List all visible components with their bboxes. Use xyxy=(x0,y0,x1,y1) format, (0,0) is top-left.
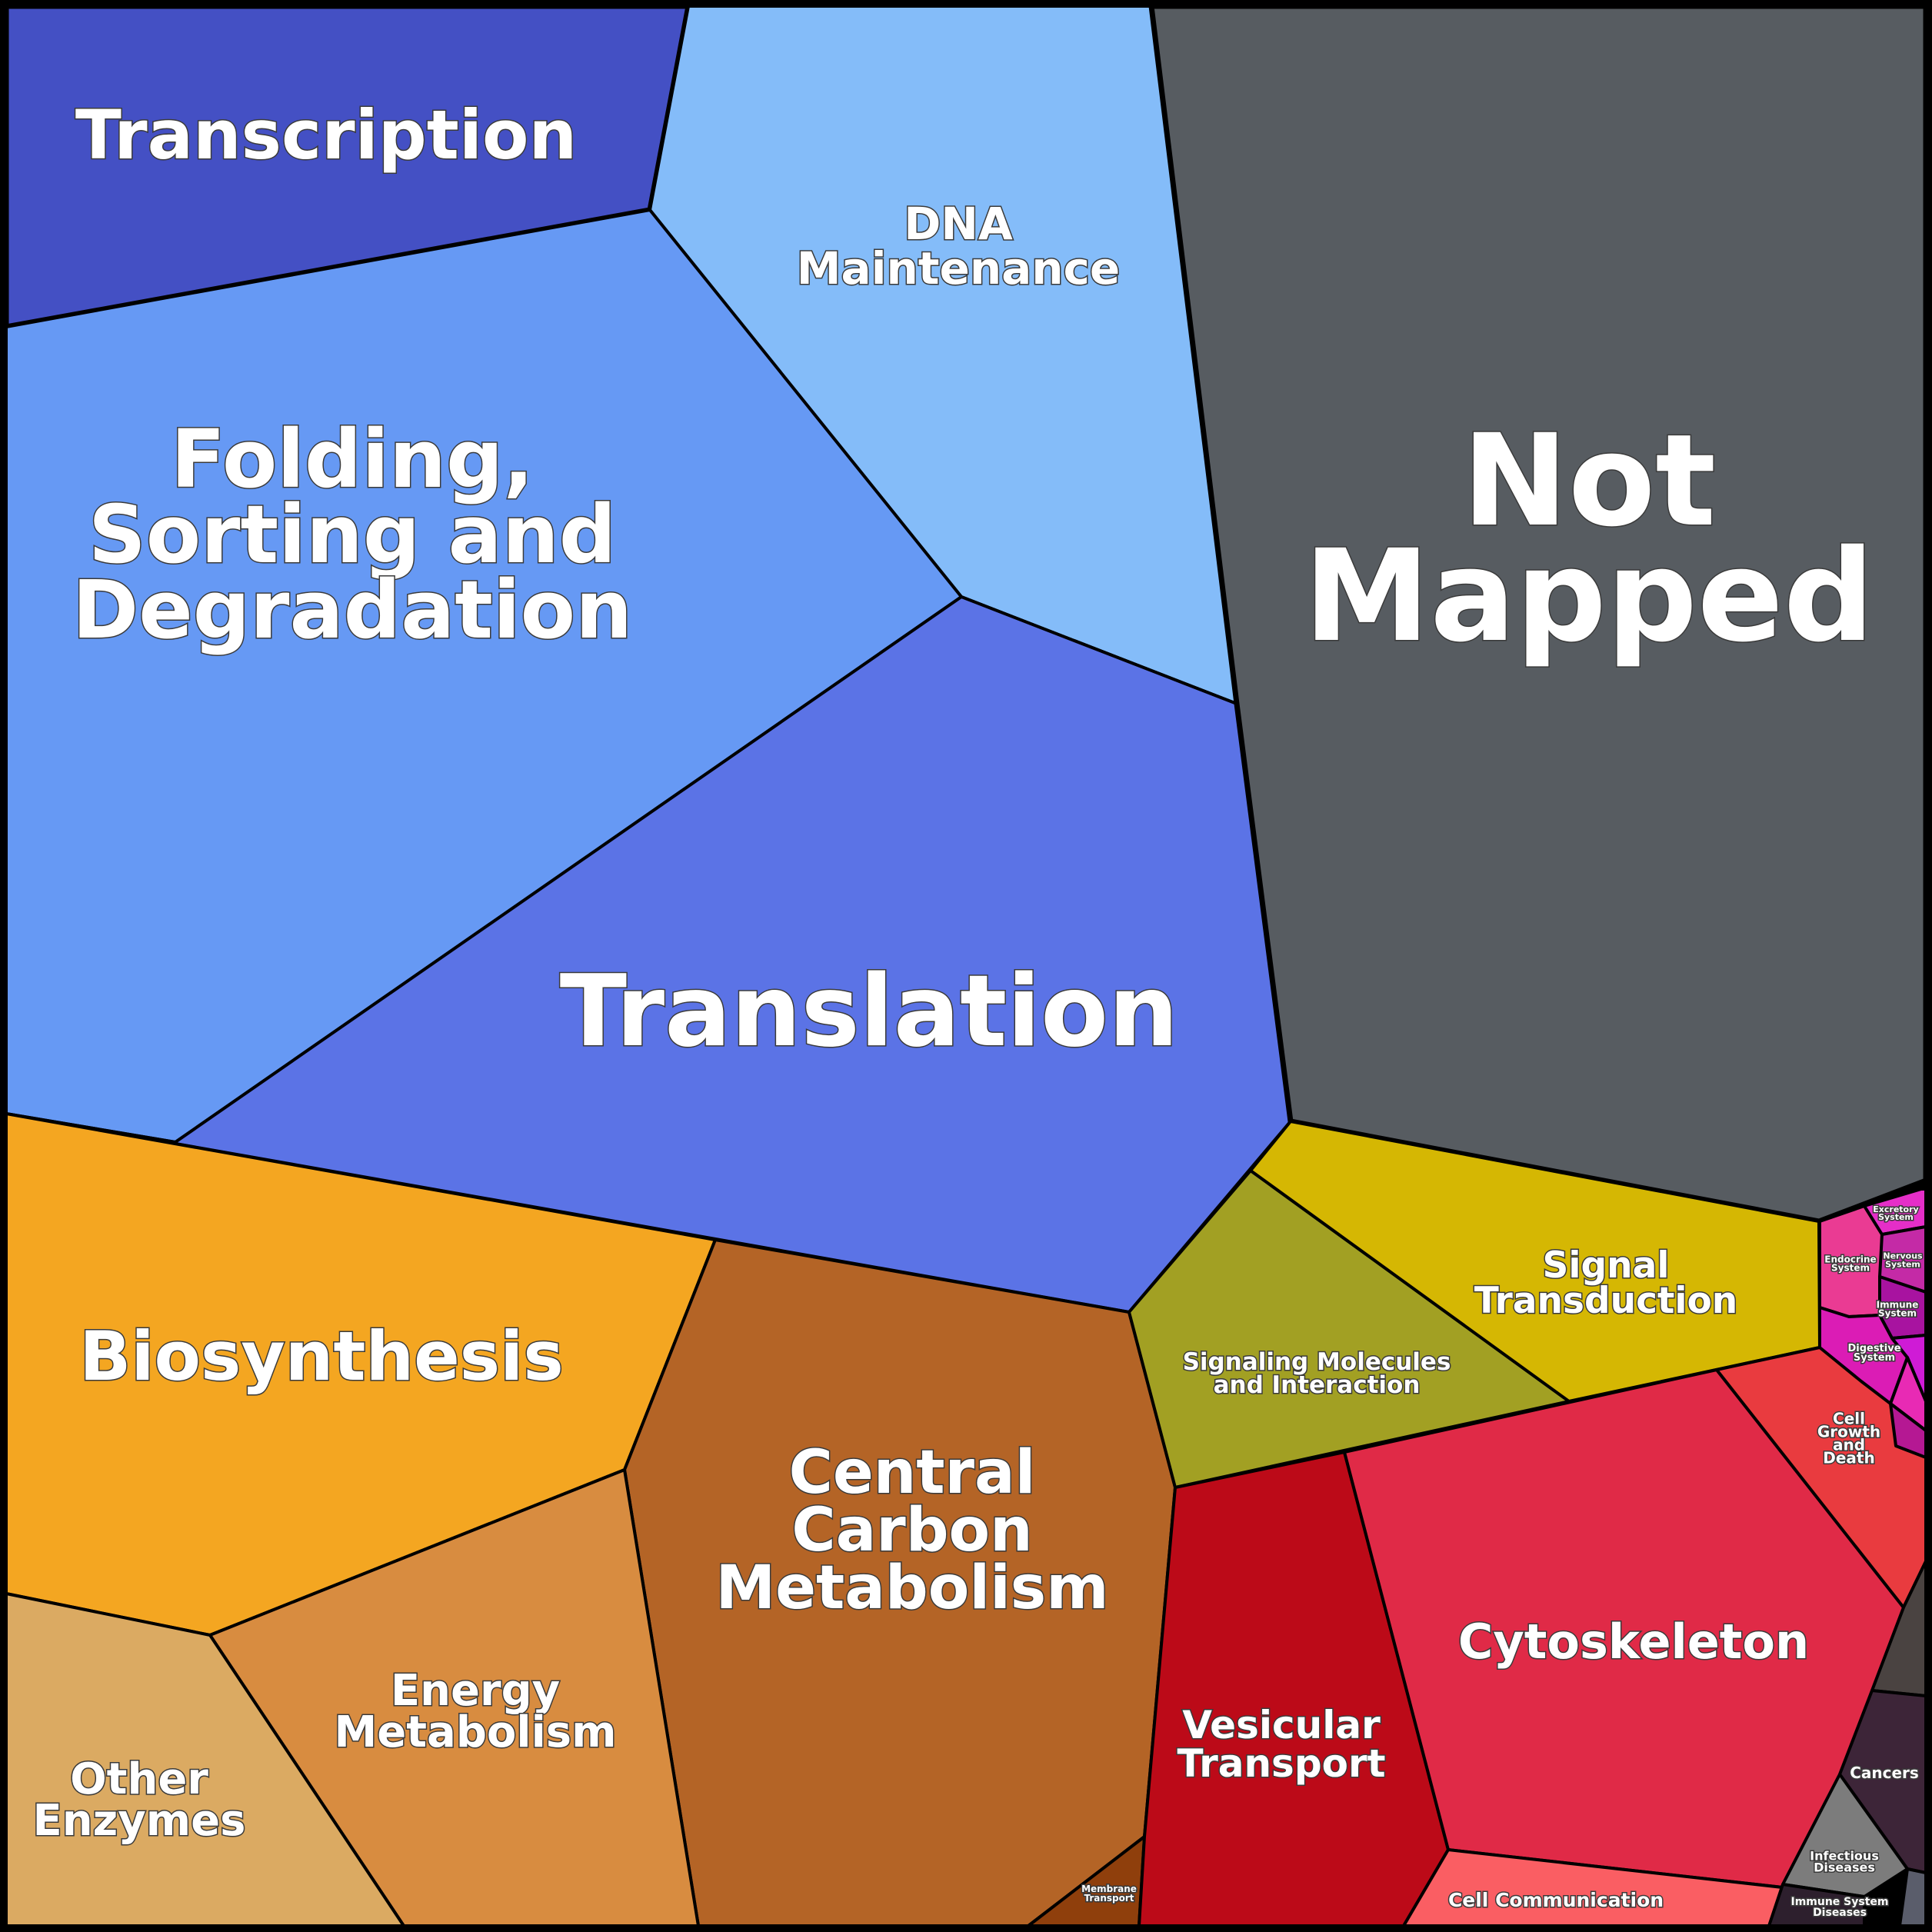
label-line: System xyxy=(1854,1352,1895,1364)
label-line: Metabolism xyxy=(335,1707,617,1757)
label-line: Diseases xyxy=(1813,1907,1867,1919)
label-line: Diseases xyxy=(1814,1860,1875,1874)
label-line: Metabolism xyxy=(715,1554,1108,1623)
label-line: Folding, xyxy=(171,412,534,506)
label-line: Endocrine xyxy=(1824,1254,1876,1265)
label-line: Infectious xyxy=(1810,1848,1879,1863)
label-line: Not xyxy=(1462,407,1716,555)
label-line: Digestive xyxy=(1847,1343,1900,1354)
label-line: Transcription xyxy=(75,95,577,175)
label-line: Nervous xyxy=(1883,1251,1923,1261)
label-line: Vesicular xyxy=(1182,1703,1381,1747)
label-line: DNA xyxy=(904,198,1013,250)
label-line: Sorting and xyxy=(88,488,616,581)
label-line: Cancers xyxy=(1850,1764,1919,1782)
label-line: Cytoskeleton xyxy=(1458,1614,1809,1670)
label-line: Enzymes xyxy=(33,1796,246,1846)
label-line: Other xyxy=(70,1754,208,1804)
label-line: Degradation xyxy=(72,563,632,657)
label-line: Energy xyxy=(391,1666,560,1716)
label-line: Mapped xyxy=(1304,522,1874,670)
label-line: and Interaction xyxy=(1214,1371,1421,1399)
label-line: Transduction xyxy=(1474,1280,1738,1322)
label-line: Membrane xyxy=(1081,1884,1137,1894)
label-cancers: Cancers xyxy=(1850,1764,1919,1782)
label-line: Cell Communication xyxy=(1448,1889,1664,1911)
label-line: Signal xyxy=(1543,1244,1670,1287)
label-line: System xyxy=(1831,1263,1870,1274)
label-line: Maintenance xyxy=(797,242,1121,295)
label-line: Immune xyxy=(1877,1300,1919,1311)
label-line: and xyxy=(1833,1436,1865,1454)
label-line: Death xyxy=(1823,1449,1874,1467)
label-transcription: Transcription xyxy=(75,95,577,175)
label-line: Biosynthesis xyxy=(79,1317,563,1396)
label-line: Carbon xyxy=(791,1496,1032,1565)
label-line: System xyxy=(1878,1308,1917,1319)
cells-layer xyxy=(3,3,1929,1927)
label-line: Translation xyxy=(560,954,1178,1069)
label-line: Growth xyxy=(1817,1423,1880,1441)
label-line: Transport xyxy=(1177,1741,1385,1786)
label-line: System xyxy=(1878,1212,1914,1222)
label-line: Transport xyxy=(1084,1893,1134,1904)
label-line: Signaling Molecules xyxy=(1183,1348,1451,1376)
label-line: Immune System xyxy=(1790,1896,1888,1908)
label-line: Cell xyxy=(1833,1410,1865,1428)
label-translation: Translation xyxy=(560,954,1178,1069)
label-line: Excretory xyxy=(1873,1204,1918,1214)
label-cytoskeleton: Cytoskeleton xyxy=(1458,1614,1809,1670)
label-biosynthesis: Biosynthesis xyxy=(79,1317,563,1396)
label-line: System xyxy=(1885,1259,1920,1269)
label-line: Central xyxy=(789,1438,1036,1507)
label-cell-communication: Cell Communication xyxy=(1448,1889,1664,1911)
